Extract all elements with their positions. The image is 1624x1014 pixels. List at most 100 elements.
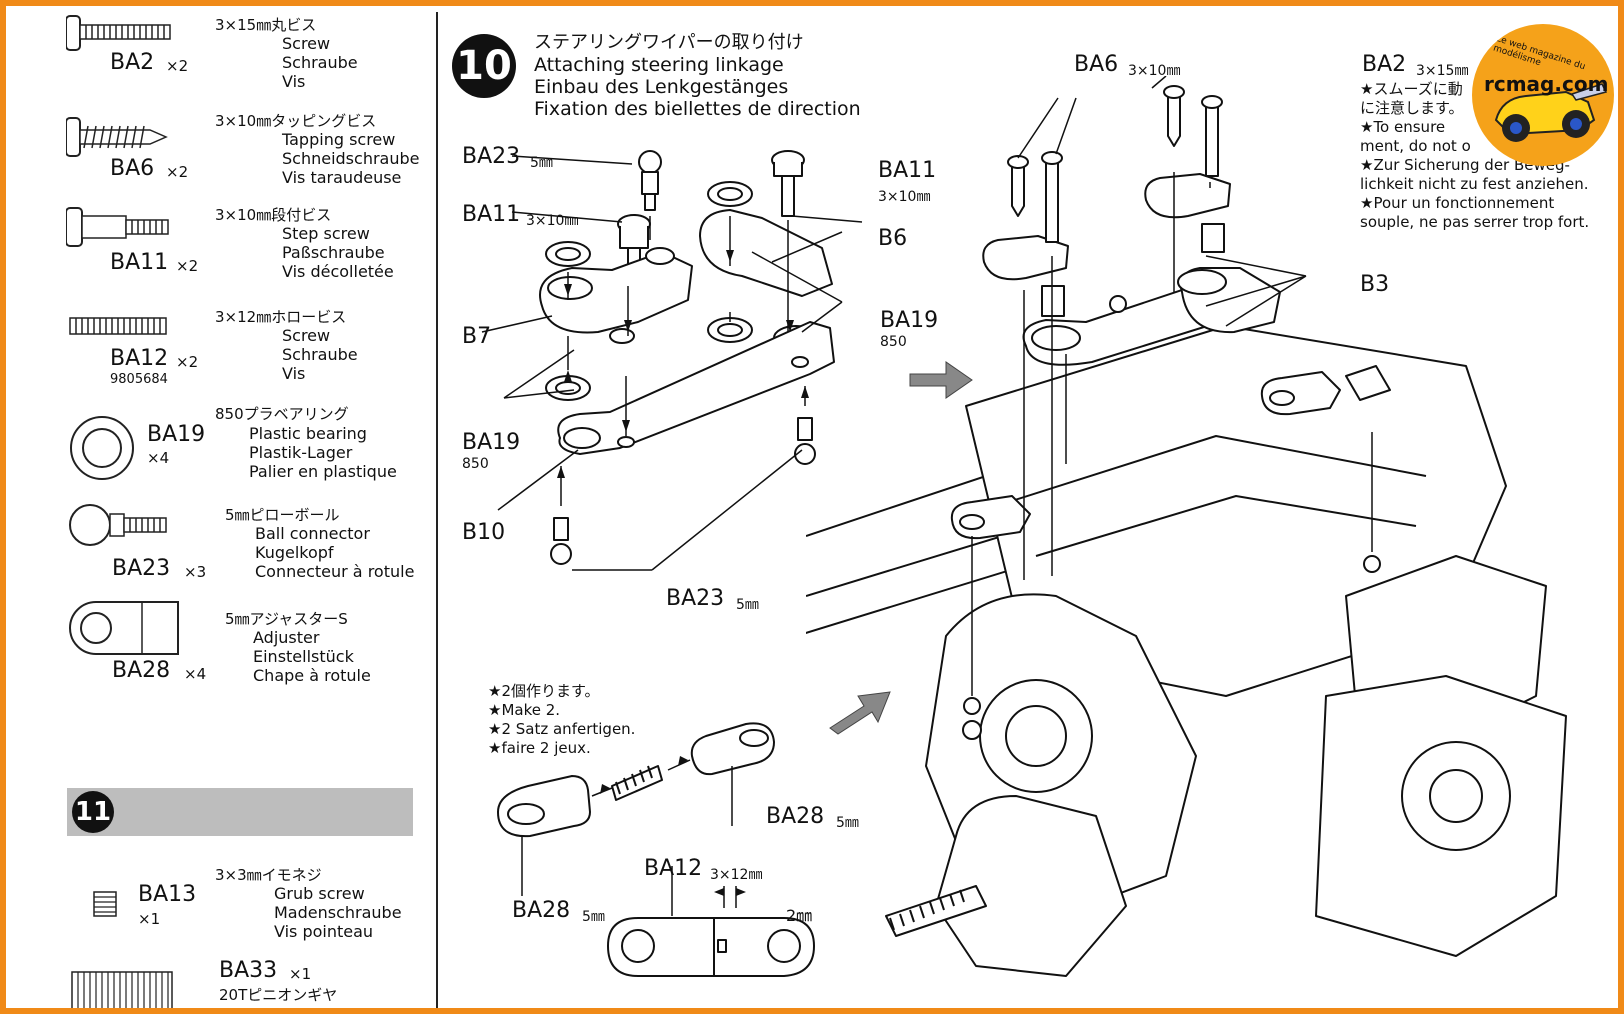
part-fr: Palier en plastique <box>249 462 397 481</box>
chassis-diagram <box>806 76 1567 977</box>
step-title-en: Attaching steering linkage <box>534 54 784 76</box>
label-ba23: BA23 <box>666 586 725 611</box>
part-en: Adjuster <box>253 628 320 647</box>
logo-text: rcmag.com <box>1484 72 1609 96</box>
label-ba6: BA6 <box>1074 52 1119 77</box>
part-code: BA23 <box>112 556 171 581</box>
part-en: Grub screw <box>274 884 365 903</box>
part-code: BA11 <box>110 250 169 275</box>
part-jp: 3×10㎜段付ビス <box>215 206 332 224</box>
adjuster-icon <box>69 601 179 655</box>
note-make2-jp: ★2個作ります。 <box>488 682 600 700</box>
tapping-screw-icon <box>66 117 168 157</box>
step-screw-icon <box>66 207 169 247</box>
label-ba28-size: 5㎜ <box>836 815 859 831</box>
part-qty: ×4 <box>147 449 170 467</box>
part-jp: 5㎜アジャスターS <box>225 610 348 628</box>
note-ba2-en-2: ment, do not o <box>1360 137 1471 155</box>
label-ba28: BA28 <box>512 898 571 923</box>
part-jp: 20Tピニオンギヤ <box>219 986 338 1004</box>
label-ba28-size: 5㎜ <box>582 909 605 925</box>
label-b10: B10 <box>462 520 506 545</box>
part-fr: Vis <box>282 72 306 91</box>
column-divider <box>436 12 438 1008</box>
part-de: Schraube <box>282 345 358 364</box>
note-ba2-fr-2: souple, ne pas serrer trop fort. <box>1360 213 1590 231</box>
part-fr: Vis taraudeuse <box>282 168 402 187</box>
note-ba2-fr-1: ★Pour un fonctionnement <box>1360 194 1555 212</box>
part-jp: 3×3㎜イモネジ <box>215 866 322 884</box>
part-de: Plastik-Lager <box>249 443 353 462</box>
part-en: Step screw <box>282 224 370 243</box>
part-en: Tapping screw <box>282 130 396 149</box>
label-ba19: BA19 <box>880 308 939 333</box>
label-ba11: BA11 <box>462 202 521 227</box>
rcmag-logo: rcmag.com Le web magazine du modélisme <box>1472 24 1614 166</box>
bearing-icon <box>70 416 134 480</box>
part-jp: 3×12㎜ホロービス <box>215 308 347 326</box>
part-de: Einstellstück <box>253 647 354 666</box>
label-ba11: BA11 <box>878 158 937 183</box>
part-code: BA33 <box>219 958 278 983</box>
part-qty: ×2 <box>176 353 199 371</box>
part-jp: 850プラベアリング <box>215 405 349 423</box>
label-ba23: BA23 <box>462 144 521 169</box>
part-qty: ×1 <box>138 910 161 928</box>
part-jp: 5㎜ピローボール <box>225 506 340 524</box>
part-de: Kugelkopf <box>255 543 334 562</box>
label-b3: B3 <box>1360 272 1390 297</box>
hollow-screw-icon <box>69 317 167 335</box>
part-qty: ×1 <box>289 965 312 983</box>
label-b6: B6 <box>878 226 908 251</box>
ball-connector-icon <box>69 504 167 546</box>
part-code: BA19 <box>147 422 206 447</box>
part-jp: 3×15㎜丸ビス <box>215 16 317 34</box>
note-ba2-de-2: lichkeit nicht zu fest anziehen. <box>1360 175 1589 193</box>
part-de: Paßschraube <box>282 243 385 262</box>
part-code: BA13 <box>138 882 197 907</box>
part-fr: Vis pointeau <box>274 922 374 941</box>
label-ba2-size: 3×15㎜ <box>1416 63 1469 79</box>
note-make2-en: ★Make 2. <box>488 701 561 719</box>
pinion-gear-icon <box>71 971 173 1008</box>
step-11-number: 11 <box>72 791 114 833</box>
label-ba23-size: 5㎜ <box>530 155 553 171</box>
part-de: Madenschraube <box>274 903 402 922</box>
arrow-right-icon <box>829 691 891 735</box>
screw-icon <box>66 15 171 51</box>
part-code: BA6 <box>110 156 155 181</box>
note-ba2-jp-2: に注意します。 <box>1360 99 1464 117</box>
part-code: BA2 <box>110 50 155 75</box>
label-ba28: BA28 <box>766 804 825 829</box>
label-ba2: BA2 <box>1362 52 1407 77</box>
part-jp: 3×10㎜タッピングビス <box>215 112 377 130</box>
note-make2-de: ★2 Satz anfertigen. <box>488 720 636 738</box>
part-code: BA28 <box>112 658 171 683</box>
part-fr: Connecteur à rotule <box>255 562 415 581</box>
label-ba11-size: 3×10㎜ <box>526 213 579 229</box>
part-en: Screw <box>282 34 331 53</box>
label-ba12: BA12 <box>644 856 703 881</box>
note-ba2-en-1: ★To ensure <box>1360 118 1446 136</box>
label-b7: B7 <box>462 324 492 349</box>
part-en: Plastic bearing <box>249 424 367 443</box>
step-title-de: Einbau des Lenkgestänges <box>534 76 789 98</box>
label-ba19-sub: 850 <box>462 456 489 472</box>
part-qty: ×4 <box>184 665 207 683</box>
label-gap: 2㎜ <box>786 906 813 925</box>
label-ba19-sub: 850 <box>880 334 907 350</box>
part-number: 9805684 <box>110 372 168 387</box>
label-ba6-size: 3×10㎜ <box>1128 63 1181 79</box>
linkage-exploded-diagram <box>481 150 863 571</box>
part-fr: Chape à rotule <box>253 666 371 685</box>
logo-car-icon <box>1494 83 1608 142</box>
step-10-number: 10 <box>452 34 516 98</box>
part-qty: ×2 <box>176 257 199 275</box>
label-ba19: BA19 <box>462 430 521 455</box>
adjuster-assembly-diagram <box>497 722 815 977</box>
note-make2-fr: ★faire 2 jeux. <box>488 739 591 757</box>
label-ba11-size: 3×10㎜ <box>878 189 931 205</box>
part-de: Schneidschraube <box>282 149 420 168</box>
step-11-bar <box>67 788 413 836</box>
